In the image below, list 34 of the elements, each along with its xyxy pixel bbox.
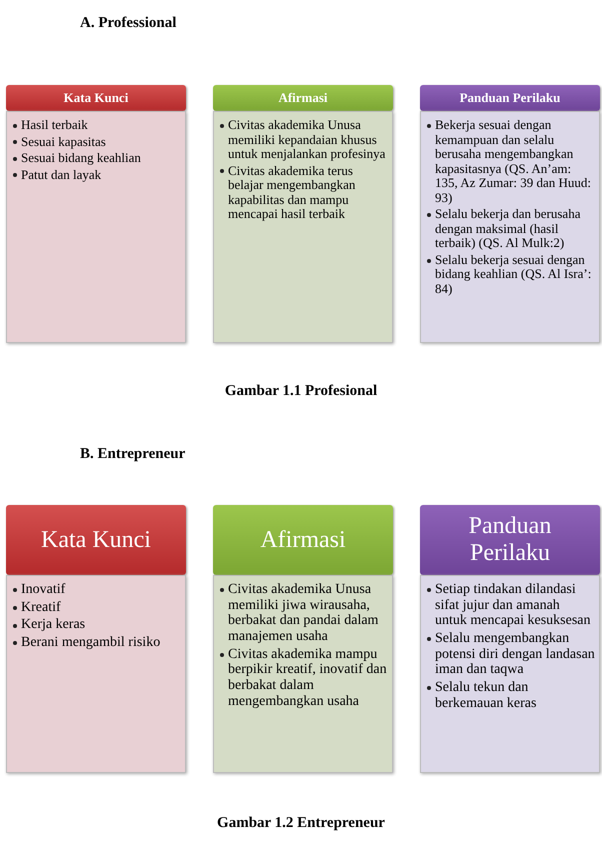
figure-caption: Gambar 1.1 Profesional — [224, 383, 378, 400]
bullet-item: Sesuai kapasitas — [21, 134, 106, 149]
bullet-item: Selalu bekerja dan berusaha dengan maksimal (hasil terbaik) (QS. Al Mulk:2) — [435, 206, 580, 250]
section-heading: B. Entrepreneur — [80, 446, 186, 463]
bullet-item: Civitas akademika mampu berpikir kreatif, inovatif dan berbakat dalam mengembangkan usaha — [228, 646, 387, 709]
bullet-item: Selalu mengembangkan potensi diri dengan landasan iman dan taqwa — [435, 631, 595, 678]
bullet-item: Berani mengambil risiko — [21, 635, 160, 650]
text-panel — [6, 111, 186, 343]
bullet-item: Patut dan layak — [21, 166, 102, 182]
keyword-header: Kata Kunci — [6, 85, 186, 111]
bullet-item: Selalu tekun dan berkemauan keras — [435, 680, 536, 711]
section-heading: A. Professional — [80, 15, 176, 32]
guideline-header: Panduan Perilaku — [420, 85, 600, 111]
bullet-item: Bekerja sesuai dengan kemampuan dan selalu berusaha mengembangkan kapasitasnya (QS. An’am: 135, Az Zumar: 39 dan Huud: 93) — [435, 117, 591, 205]
keyword-header: Kata Kunci — [6, 505, 186, 575]
bullet-item: Setiap tindakan dilandasi sifat jujur dan amanah untuk mencapai kesuksesan — [435, 582, 591, 628]
text-panel — [420, 575, 600, 773]
affirmation-header: Afirmasi — [213, 85, 393, 111]
bullet-item: Kerja keras — [21, 617, 86, 632]
bullet-item: Civitas akademika Unusa memiliki kepandaian khusus untuk menjalankan profesinya — [228, 117, 386, 162]
affirmation-header: Afirmasi — [213, 505, 393, 575]
text-panel — [6, 575, 186, 773]
bullet-item: Sesuai bidang keahlian — [21, 150, 141, 166]
bullet-item: Hasil terbaik — [21, 117, 88, 132]
text-panel — [213, 575, 393, 773]
bullet-item: Inovatif — [21, 582, 66, 597]
bullet-item: Kreatif — [21, 600, 61, 615]
text-panel — [213, 111, 393, 343]
guideline-header: Panduan Perilaku — [420, 505, 600, 575]
bullet-item: Civitas akademika Unusa memiliki jiwa wirausaha, berbakat dan pandai dalam manajemen usaha — [228, 582, 378, 644]
bullet-item: Selalu bekerja sesuai dengan bidang keahlian (QS. Al Isra’: 84) — [435, 252, 592, 296]
text-panel — [420, 111, 600, 343]
bullet-item: Civitas akademika terus belajar mengembangkan kapabilitas dan mampu mencapai hasil terbaik — [228, 162, 356, 222]
figure-caption: Gambar 1.2 Entrepreneur — [217, 815, 385, 832]
